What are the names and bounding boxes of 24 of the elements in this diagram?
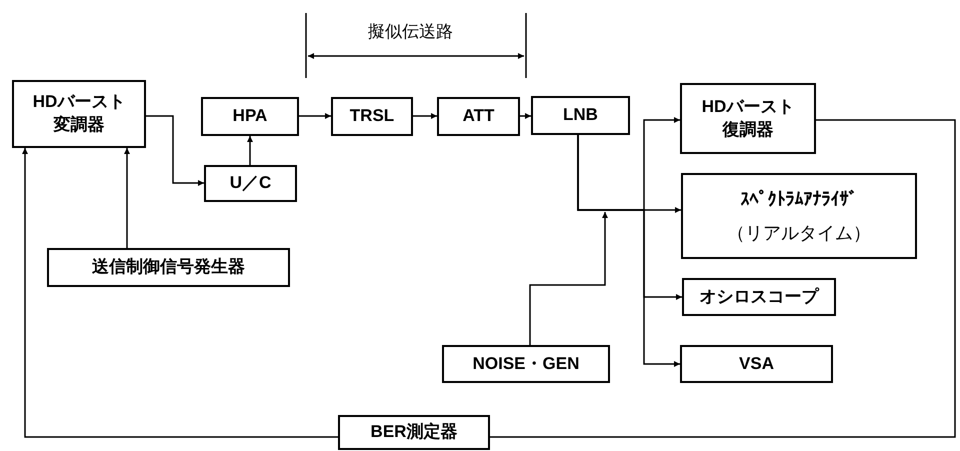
converter-box: U／C — [204, 165, 297, 202]
generator-box: NOISE・GEN — [442, 345, 610, 383]
attenuator-box: ATT — [437, 97, 520, 136]
arrow — [146, 115, 204, 186]
analyzer-box: VSA — [680, 345, 833, 383]
arrow — [529, 212, 608, 345]
arrow — [299, 113, 331, 119]
arrow — [520, 113, 531, 119]
demodulator-box: HDバースト復調器 — [680, 83, 816, 154]
oscilloscope-box: オシロスコープ — [682, 278, 836, 316]
generator-box: 送信制御信号発生器 — [47, 248, 290, 287]
amplifier-box: HPA — [201, 97, 299, 136]
analyzer-box: ｽﾍﾟｸﾄﾗﾑｱﾅﾗｲｻﾞ （リアルタイム） — [681, 173, 917, 259]
arrow — [22, 148, 338, 438]
connector-line — [490, 119, 956, 438]
meter-box: BER測定器 — [338, 415, 490, 450]
modulator-box: HDバースト変調器 — [12, 80, 146, 148]
process-box: TRSL — [331, 97, 413, 136]
arrow — [577, 135, 680, 367]
process-box: LNB — [531, 96, 630, 135]
arrow — [247, 136, 253, 165]
arrow — [413, 113, 437, 119]
arrow — [124, 148, 130, 248]
dimension-label: 擬似伝送路 — [368, 21, 453, 43]
